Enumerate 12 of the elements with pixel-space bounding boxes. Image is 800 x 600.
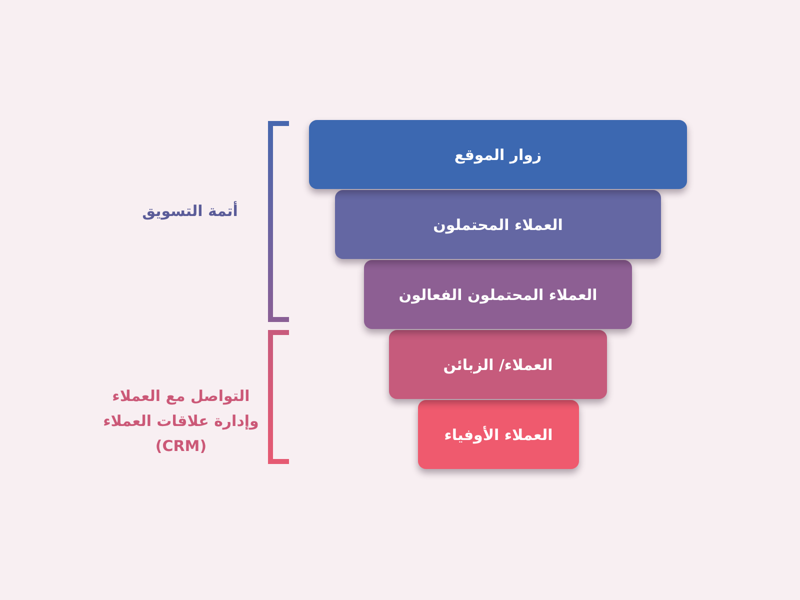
stage-label: العملاء المحتملون الفعالون — [398, 284, 598, 304]
funnel-box — [364, 260, 632, 329]
funnel-box — [335, 190, 661, 259]
bracket-label: التواصل مع العملاء وإدارة علاقات العملاء (CRM) — [102, 386, 260, 457]
stage-label: العملاء/ الزبائن — [443, 354, 553, 374]
bracket-label: أتمة التسويق — [141, 200, 239, 222]
stage-label: العملاء المحتملون — [433, 214, 563, 234]
stage-label: العملاء الأوفياء — [444, 424, 553, 444]
funnel-box — [389, 330, 607, 399]
funnel-box — [309, 120, 687, 189]
funnel-box — [418, 400, 579, 469]
stage-label: زوار الموقع — [454, 144, 542, 164]
